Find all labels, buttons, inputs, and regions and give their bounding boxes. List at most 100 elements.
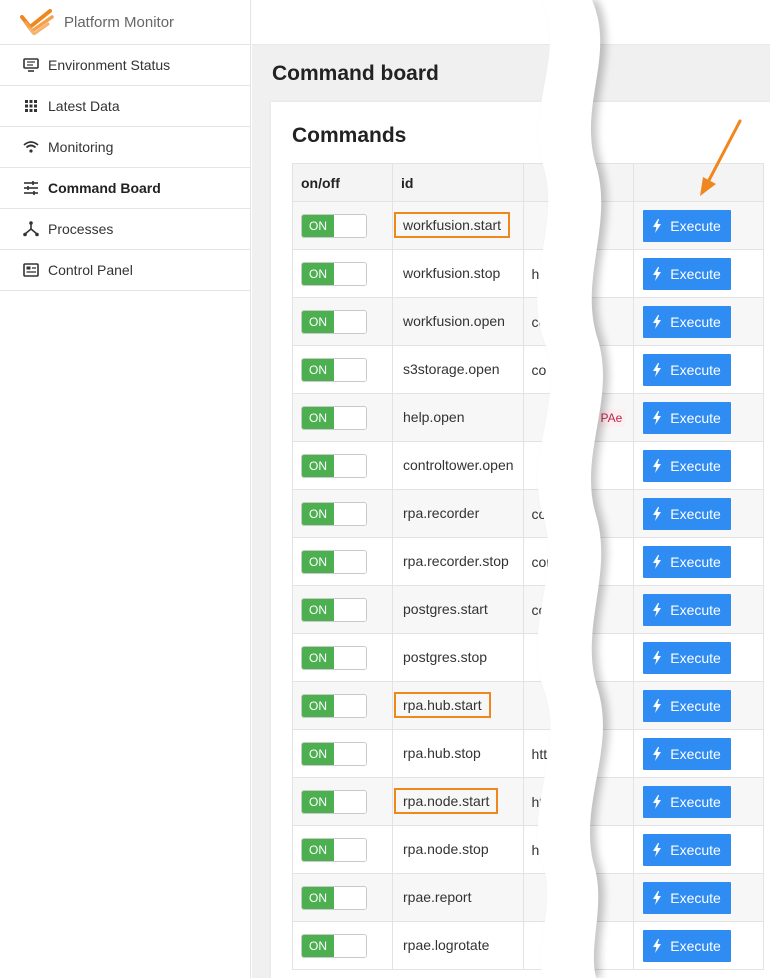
id-cell: postgres.start (392, 585, 524, 634)
id-cell: workfusion.open (392, 297, 524, 346)
execute-label: Execute (670, 601, 721, 618)
on-off-toggle[interactable]: ON (301, 309, 367, 334)
command-cell: http (522, 777, 634, 826)
command-fragment: htt (531, 841, 548, 858)
main-content: Command board Commands on/off id ON work… (252, 0, 770, 978)
execute-label: Execute (670, 889, 721, 906)
on-off-toggle[interactable]: ON (301, 837, 367, 862)
action-cell: Execute (632, 489, 764, 538)
on-off-toggle[interactable]: ON (301, 501, 367, 526)
sidebar: Platform Monitor Environment Status Late… (0, 0, 251, 978)
action-cell: Execute (632, 297, 764, 346)
command-fragment: co (531, 361, 547, 378)
command-cell (522, 873, 634, 922)
toggle-on-label: ON (302, 502, 334, 525)
execute-label: Execute (670, 553, 721, 570)
execute-button[interactable]: Execute (642, 305, 731, 338)
on-off-toggle[interactable]: ON (301, 645, 367, 670)
toggle-on-label: ON (302, 358, 334, 381)
table-row: ON rpa.node.stop htt Execute (292, 825, 764, 874)
on-off-toggle[interactable]: ON (301, 789, 367, 814)
sidebar-item-latest-data[interactable]: Latest Data (0, 86, 250, 127)
id-cell: help.open (392, 393, 524, 442)
action-cell: Execute (632, 537, 764, 586)
table-row: ON help.open PAe Execute (292, 393, 764, 442)
sidebar-item-environment-status[interactable]: Environment Status (0, 45, 250, 86)
toggle-knob (334, 454, 366, 477)
on-off-toggle[interactable]: ON (301, 693, 367, 718)
sidebar-item-label: Control Panel (48, 262, 133, 278)
execute-button[interactable]: Execute (642, 689, 731, 722)
action-cell: Execute (632, 729, 764, 778)
on-off-toggle[interactable]: ON (301, 741, 367, 766)
table-row: ON rpa.hub.start Execute (292, 681, 764, 730)
sidebar-item-processes[interactable]: Processes (0, 209, 250, 250)
action-cell: Execute (632, 873, 764, 922)
table-row: ON workfusion.start Execute (292, 201, 764, 250)
execute-button[interactable]: Execute (642, 353, 731, 386)
on-off-toggle[interactable]: ON (301, 213, 367, 238)
execute-button[interactable]: Execute (642, 401, 731, 434)
id-cell: rpae.report (392, 873, 524, 922)
toggle-knob (334, 310, 366, 333)
toggle-on-label: ON (302, 406, 334, 429)
page-title: Command board (272, 62, 439, 85)
id-cell: workfusion.stop (392, 249, 524, 298)
command-id: workfusion.open (403, 313, 505, 329)
execute-button[interactable]: Execute (642, 737, 731, 770)
execute-label: Execute (670, 697, 721, 714)
execute-button[interactable]: Execute (642, 641, 731, 674)
sidebar-item-command-board[interactable]: Command Board (0, 168, 250, 209)
action-cell: Execute (632, 345, 764, 394)
action-cell: Execute (632, 825, 764, 874)
wifi-icon (22, 138, 40, 156)
command-fragment: cor (531, 313, 551, 330)
execute-button[interactable]: Execute (642, 881, 731, 914)
sidebar-item-label: Environment Status (48, 57, 171, 73)
sidebar-item-label: Latest Data (48, 98, 120, 114)
column-header-id: id (392, 163, 524, 202)
commands-table: on/off id ON workfusion.start Execu (292, 163, 764, 970)
on-off-toggle[interactable]: ON (301, 357, 367, 382)
table-row: ON rpae.logrotate Execute (292, 921, 764, 970)
column-header-onoff: on/off (292, 163, 393, 202)
sidebar-item-control-panel[interactable]: Control Panel (0, 250, 250, 291)
execute-button[interactable]: Execute (642, 545, 731, 578)
execute-button[interactable]: Execute (642, 449, 731, 482)
table-row: ON workfusion.open cor Execute (292, 297, 764, 346)
execute-button[interactable]: Execute (642, 497, 731, 530)
on-off-toggle[interactable]: ON (301, 885, 367, 910)
execute-button[interactable]: Execute (642, 209, 731, 242)
sidebar-item-monitoring[interactable]: Monitoring (0, 127, 250, 168)
on-off-toggle[interactable]: ON (301, 405, 367, 430)
execute-button[interactable]: Execute (642, 929, 731, 962)
execute-button[interactable]: Execute (642, 593, 731, 626)
commands-card: Commands on/off id ON workfusion.start (271, 102, 770, 978)
toggle-on-label: ON (302, 550, 334, 573)
toggle-cell: ON (292, 345, 393, 394)
on-off-toggle[interactable]: ON (301, 261, 367, 286)
command-cell: htt (522, 249, 634, 298)
command-id: rpae.logrotate (403, 937, 490, 953)
command-id: help.open (403, 409, 465, 425)
command-fragment: co (531, 601, 547, 618)
on-off-toggle[interactable]: ON (301, 933, 367, 958)
lightning-icon (653, 650, 662, 665)
id-cell: workfusion.start (392, 201, 524, 250)
brand-header[interactable]: Platform Monitor (0, 0, 250, 45)
sliders-icon (22, 179, 40, 197)
toggle-cell: ON (292, 297, 393, 346)
column-header-command (522, 163, 634, 202)
execute-button[interactable]: Execute (642, 833, 731, 866)
toggle-knob (334, 550, 366, 573)
execute-button[interactable]: Execute (642, 785, 731, 818)
panel-icon (22, 261, 40, 279)
execute-button[interactable]: Execute (642, 257, 731, 290)
on-off-toggle[interactable]: ON (301, 549, 367, 574)
table-row: ON controltower.open Execute (292, 441, 764, 490)
command-cell: co (522, 345, 634, 394)
command-cell: htt (522, 825, 634, 874)
action-cell: Execute (632, 633, 764, 682)
on-off-toggle[interactable]: ON (301, 453, 367, 478)
on-off-toggle[interactable]: ON (301, 597, 367, 622)
